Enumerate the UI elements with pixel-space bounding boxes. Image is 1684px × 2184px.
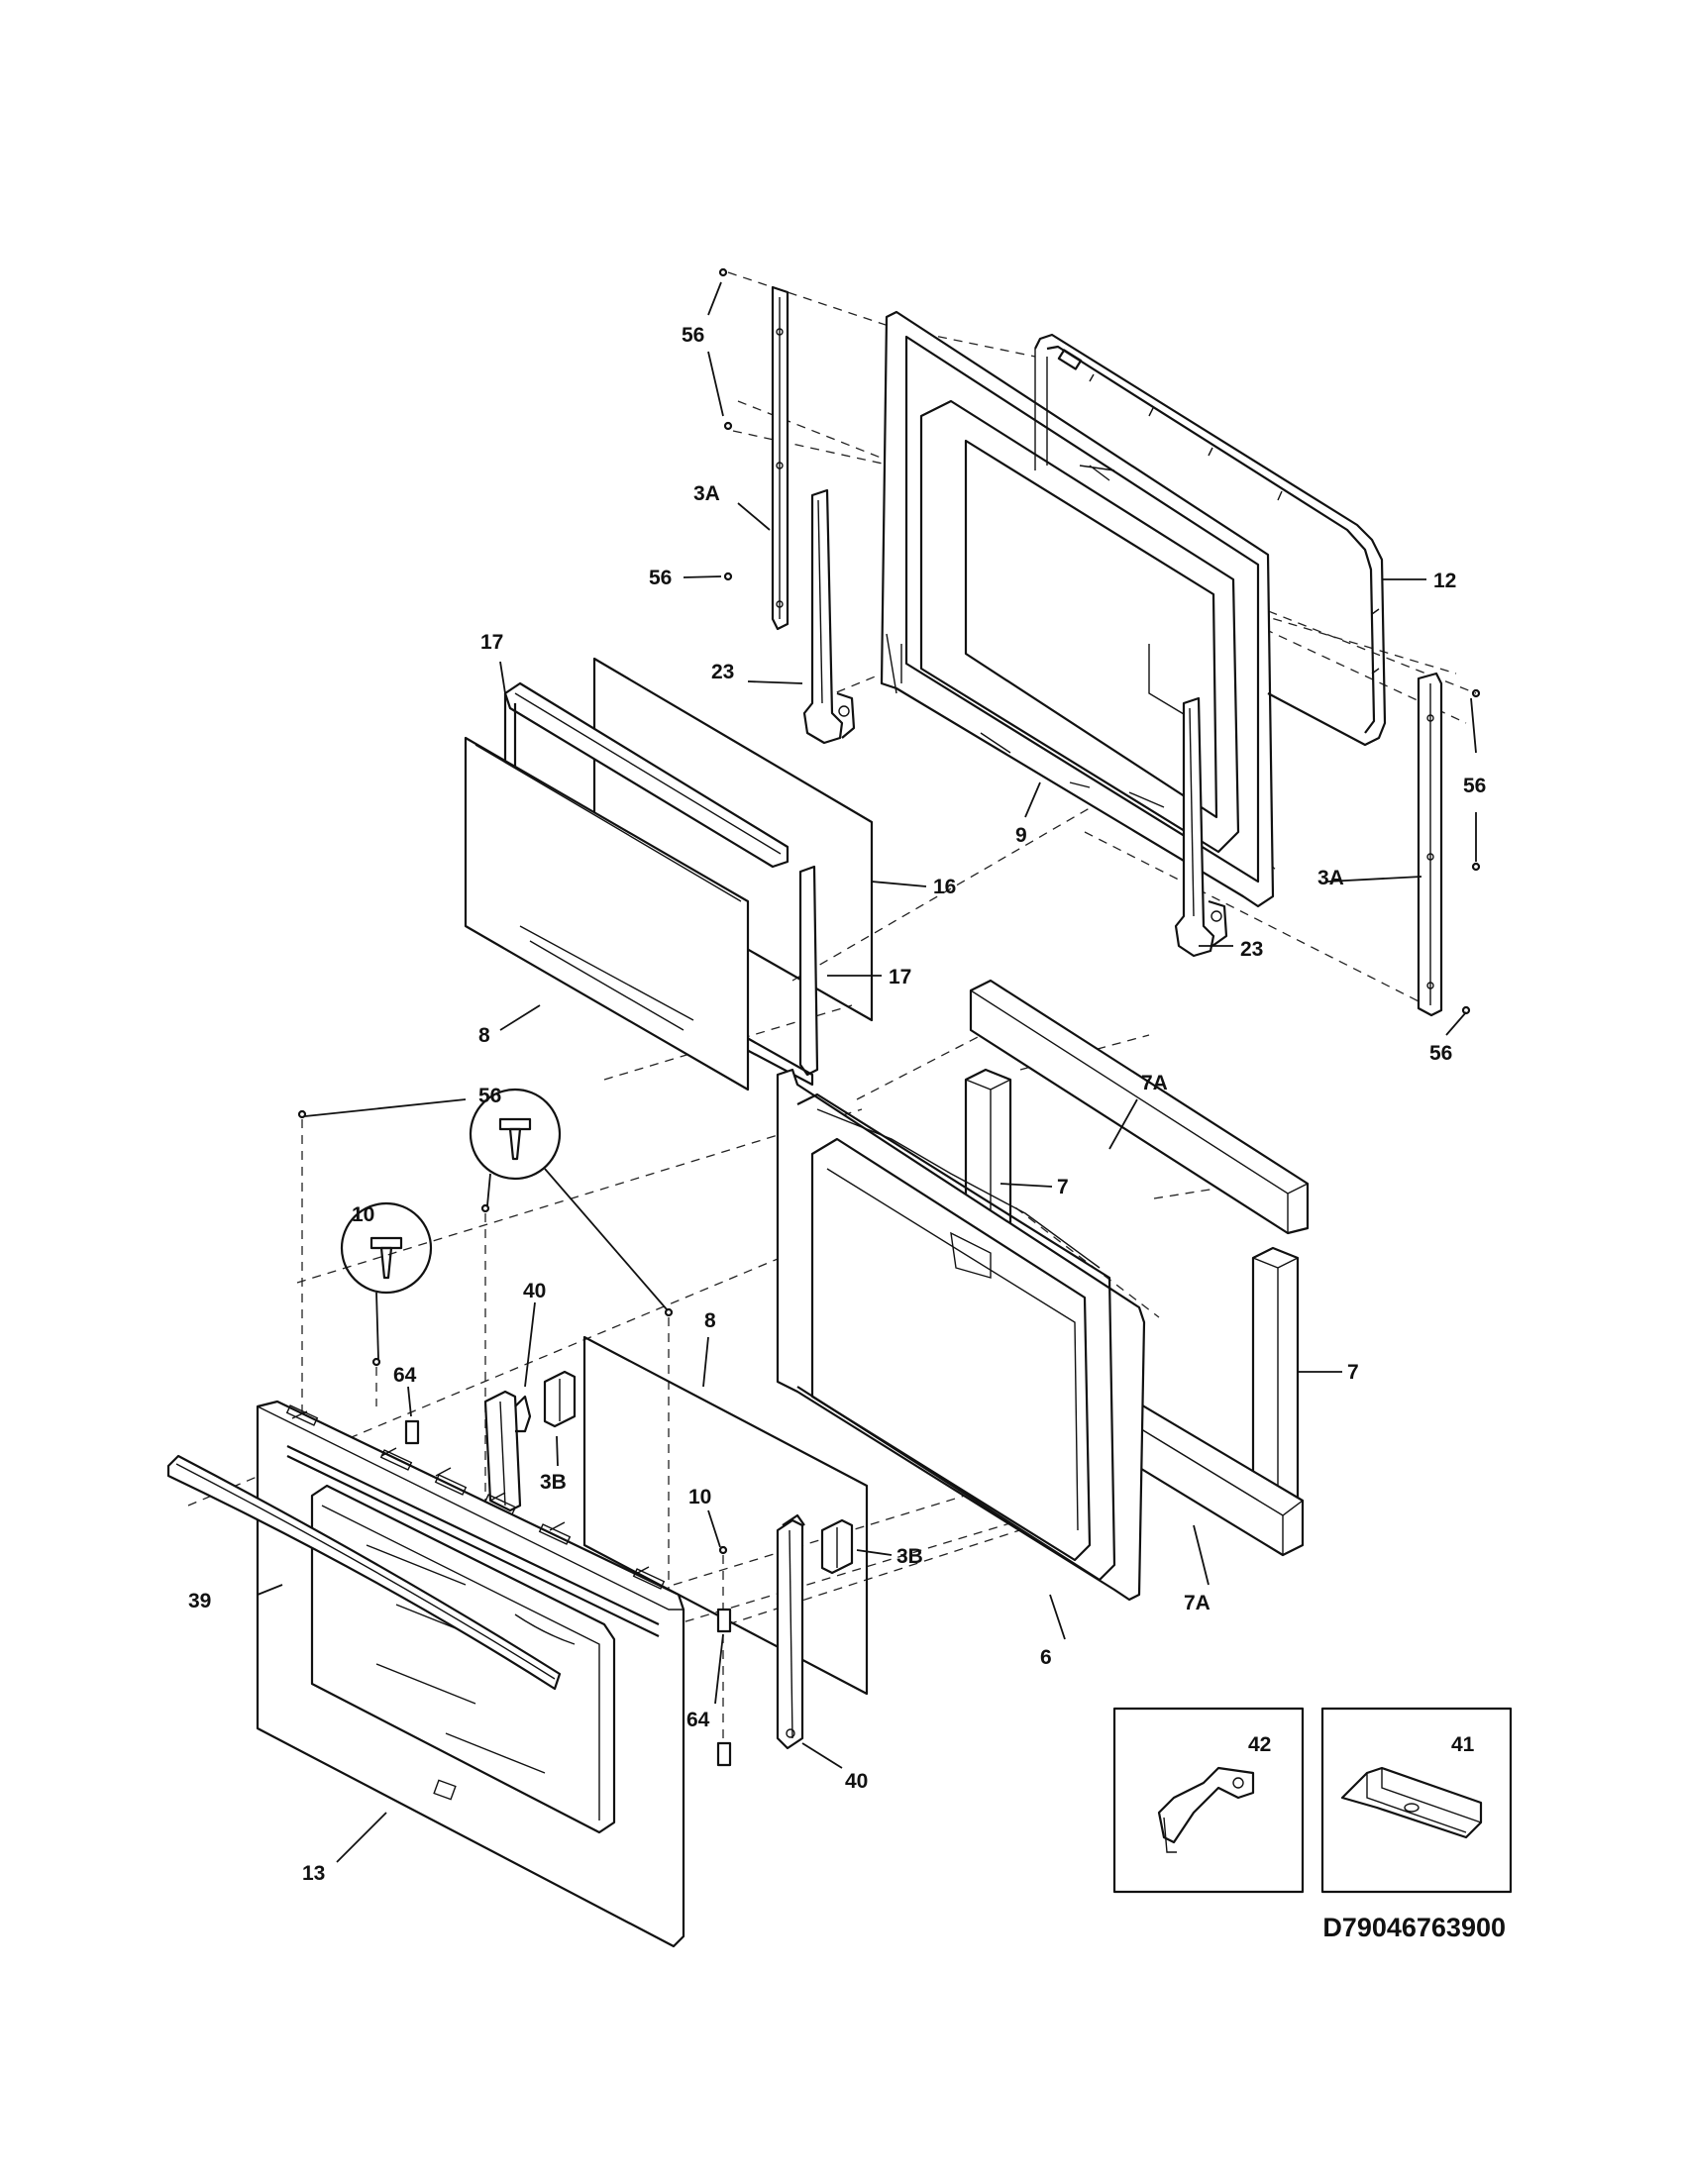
- label-17: 17: [480, 631, 503, 654]
- label-16: 16: [933, 876, 956, 898]
- label-10: 10: [352, 1203, 374, 1226]
- label-17: 17: [889, 966, 911, 988]
- label-64: 64: [393, 1364, 417, 1387]
- label-7: 7: [1347, 1361, 1359, 1384]
- label-7: 7: [1057, 1176, 1069, 1198]
- label-6: 6: [1040, 1646, 1052, 1669]
- part-12-door-gasket: [1034, 333, 1387, 747]
- screw-10-detail-callout: [340, 1201, 433, 1295]
- part-6-door-liner: [776, 1068, 1146, 1602]
- label-64: 64: [686, 1709, 710, 1731]
- label-39: 39: [188, 1590, 211, 1612]
- part-39-door-handle: [166, 1454, 562, 1691]
- label-56: 56: [649, 567, 672, 589]
- part-64-bottom-block: [716, 1608, 732, 1767]
- label-56: 56: [1463, 775, 1486, 797]
- label-40: 40: [845, 1770, 868, 1793]
- part-40-left-bracket: [483, 1390, 532, 1512]
- label-9: 9: [1015, 824, 1027, 847]
- part-23-left-hinge: [802, 488, 856, 745]
- callout-labels: 56 3A 56 12 17 23 9 16 17 56 3A 23 8 56 …: [188, 324, 1486, 1885]
- part-9-inner-door-frame: [880, 310, 1275, 908]
- part-8-outer-glass: [464, 736, 750, 1092]
- label-56: 56: [478, 1085, 501, 1107]
- part-23-right-hinge: [1174, 696, 1228, 958]
- part-3A-left-trim: [771, 285, 789, 631]
- label-23: 23: [711, 661, 734, 683]
- label-56: 56: [1429, 1042, 1452, 1065]
- label-3B: 3B: [540, 1471, 567, 1494]
- inset-part-42: [1112, 1707, 1305, 1894]
- label-7A: 7A: [1184, 1592, 1210, 1614]
- label-23: 23: [1240, 938, 1263, 961]
- label-56: 56: [682, 324, 704, 347]
- label-41: 41: [1451, 1733, 1475, 1756]
- part-8-middle-glass: [582, 1335, 869, 1696]
- label-3A: 3A: [1317, 867, 1344, 889]
- screws-56: [297, 267, 1481, 1555]
- part-13-outer-door: [256, 1400, 685, 1948]
- part-40-right-bracket: [776, 1513, 805, 1750]
- label-12: 12: [1433, 570, 1456, 592]
- part-16-inner-glass: [592, 657, 874, 1022]
- part-3A-right-trim: [1417, 672, 1443, 1017]
- part-7A-top-insulation: [969, 979, 1310, 1235]
- label-7A: 7A: [1141, 1072, 1168, 1094]
- label-10: 10: [688, 1486, 711, 1508]
- label-3A: 3A: [693, 482, 720, 505]
- leader-lines: [257, 281, 1477, 1863]
- label-40: 40: [523, 1280, 546, 1302]
- label-13: 13: [302, 1862, 325, 1885]
- part-64-top-block: [404, 1419, 420, 1445]
- diagram-code: D79046763900: [1322, 1913, 1506, 1942]
- label-42: 42: [1248, 1733, 1271, 1756]
- screw-56-detail-callout: [469, 1088, 562, 1181]
- label-8: 8: [704, 1309, 716, 1332]
- part-17-glass-retainer-bottom: [726, 865, 819, 1087]
- part-3B-right-clip: [820, 1518, 854, 1575]
- label-3B: 3B: [896, 1545, 923, 1568]
- inset-part-41: [1320, 1707, 1513, 1894]
- label-8: 8: [478, 1024, 490, 1047]
- part-3B-left-clip: [543, 1370, 577, 1428]
